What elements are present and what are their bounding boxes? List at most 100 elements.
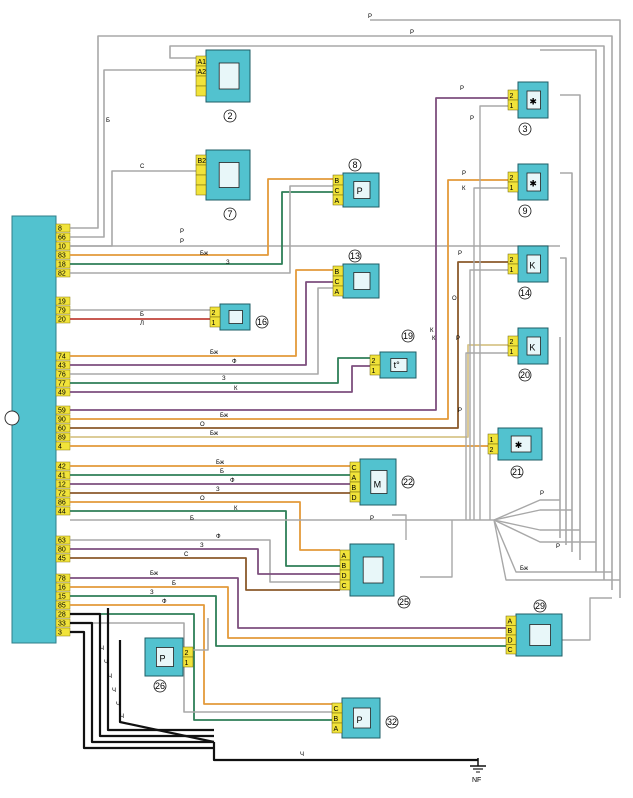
- ground-label: NF: [472, 777, 481, 784]
- wire: [70, 261, 508, 429]
- wire-color-label: О: [200, 422, 205, 428]
- component-pin-label: B: [335, 178, 340, 185]
- wire: [70, 510, 340, 567]
- component-pin-label: C: [508, 647, 513, 654]
- wire: [493, 499, 560, 521]
- wire-color-label: Р: [458, 408, 462, 414]
- wire-color-label: О: [200, 496, 205, 502]
- ecu-pin-number: 83: [58, 253, 66, 260]
- wire: [70, 630, 214, 750]
- component-pin: [209, 316, 221, 328]
- oxygen-sensor-icon: [529, 624, 551, 646]
- component-pin-label: A2: [198, 69, 207, 76]
- ecu-pin: [55, 296, 71, 306]
- component-pin: [332, 194, 344, 206]
- ecu-pin-number: 10: [58, 244, 66, 251]
- ecu-pin-number: 89: [58, 435, 66, 442]
- ecu-pin-number: 66: [58, 235, 66, 242]
- sensor-icon: [228, 310, 243, 324]
- oxygen-sensor-icon: [362, 556, 384, 584]
- component-pin-label: B: [508, 628, 513, 635]
- wire: [392, 514, 407, 540]
- wire: [70, 501, 340, 551]
- pressure-sensor-icon: [352, 707, 371, 729]
- ecu-pin-number: 42: [58, 464, 66, 471]
- component-9[interactable]: ✱219: [507, 163, 549, 218]
- component-3[interactable]: ✱213: [507, 81, 549, 136]
- wire-color-label: Р: [368, 14, 372, 20]
- wire: [70, 539, 340, 583]
- wire-color-label: З: [226, 260, 230, 266]
- ecu-pin-number: 4: [58, 444, 62, 451]
- injector-icon-glyph: K: [529, 342, 535, 352]
- wire: [473, 187, 508, 520]
- wire-color-label: Бж: [216, 460, 224, 466]
- wire: [420, 520, 453, 578]
- wire: [70, 548, 340, 575]
- component-number-circle: [348, 249, 362, 263]
- wire-color-label: К: [234, 506, 238, 512]
- wire-color-label: Б: [172, 581, 176, 587]
- relay-icon: [218, 62, 240, 90]
- component-number: 22: [403, 477, 413, 487]
- wire: [70, 622, 332, 713]
- component-pin-label: A1: [198, 59, 207, 66]
- wire: [212, 742, 478, 762]
- wire-color-label: К: [462, 186, 466, 192]
- wire-color-label: З: [222, 376, 226, 382]
- component-number-circle: [255, 315, 269, 329]
- wire: [70, 612, 214, 738]
- wire-color-label: С: [184, 552, 189, 558]
- pressure-switch-icon-glyph: P: [159, 654, 165, 664]
- component-pin: [332, 285, 344, 297]
- wire-color-label: Ч: [104, 660, 108, 666]
- wire: [70, 604, 332, 705]
- wire: [70, 621, 214, 744]
- ecu-pin-strip: 8661083188219792074437677495990608944241…: [55, 223, 71, 637]
- temperature-sensor-icon: [390, 358, 408, 372]
- component-number-circle: [510, 465, 524, 479]
- component-number-circle: [518, 122, 532, 136]
- ecu-pin-number: 74: [58, 354, 66, 361]
- injector-icon: [526, 336, 541, 356]
- component-number: 2: [228, 111, 233, 121]
- component-number: 8: [353, 160, 358, 170]
- pressure-switch-icon: [155, 647, 174, 667]
- wire: [469, 269, 508, 520]
- component-pin-label: 1: [185, 660, 189, 667]
- wire-color-label: Р: [540, 491, 544, 497]
- wire: [70, 191, 333, 265]
- wire-color-label: Бж: [210, 350, 218, 356]
- ecu-pin-number: 20: [58, 317, 66, 324]
- ecu-pin-number: 78: [58, 576, 66, 583]
- ecu-pin-number: 12: [58, 482, 66, 489]
- component-7[interactable]: B27: [195, 149, 251, 221]
- pressure-sensor-icon: [353, 181, 371, 199]
- ecu-pin-number: 16: [58, 585, 66, 592]
- pressure-sensor-icon-glyph: P: [357, 186, 363, 196]
- pressure-sensor-icon-glyph: P: [356, 715, 362, 725]
- wire: [70, 281, 333, 366]
- wire-color-label: Ф: [230, 478, 235, 484]
- component-pin-label: A: [342, 553, 347, 560]
- wire: [560, 94, 581, 560]
- component-pin: [507, 345, 519, 357]
- component-pin-label: B: [342, 563, 347, 570]
- ecu-pin-number: 85: [58, 603, 66, 610]
- component-number: 25: [399, 597, 409, 607]
